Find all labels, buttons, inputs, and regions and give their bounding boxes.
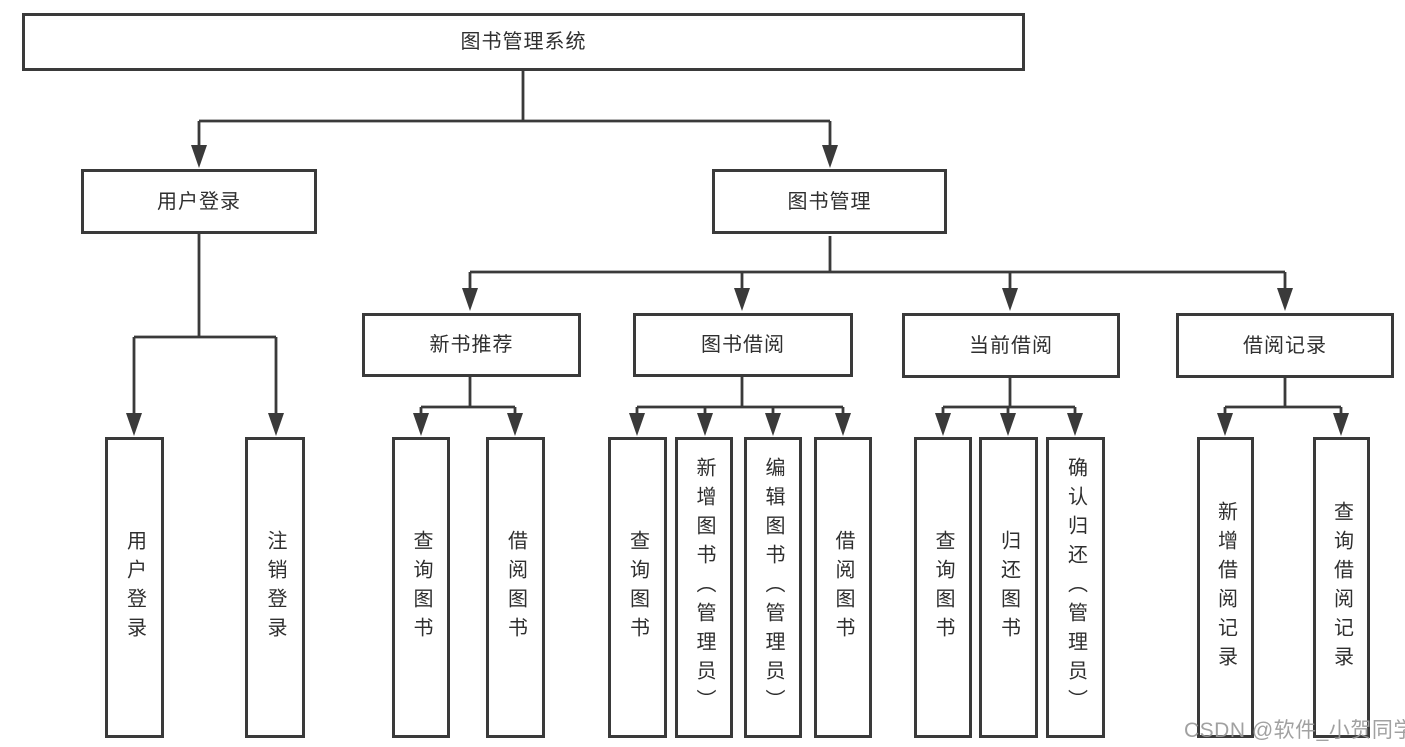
node-new-book-recommend: 新书推荐 <box>362 313 581 377</box>
node-leaf-query-books-3: 查询图书 <box>914 437 972 738</box>
node-borrowing-records: 借阅记录 <box>1176 313 1394 378</box>
node-current-borrowing-label: 当前借阅 <box>969 334 1053 357</box>
node-leaf-user-login-label: 用户登录 <box>123 529 146 646</box>
node-leaf-edit-books-admin: 编辑图书（管理员） <box>744 437 802 738</box>
node-leaf-return-books-label: 归还图书 <box>997 529 1020 646</box>
node-leaf-user-login: 用户登录 <box>105 437 164 738</box>
node-leaf-query-books-2-label: 查询图书 <box>626 529 649 646</box>
node-leaf-add-books-admin-label: 新增图书（管理员） <box>693 457 715 718</box>
watermark-text: CSDN @软件_小贺同学 <box>1184 719 1405 742</box>
node-new-book-recommend-label: 新书推荐 <box>429 334 514 356</box>
node-leaf-query-books-1-label: 查询图书 <box>410 529 432 646</box>
node-root-label: 图书管理系统 <box>460 31 587 53</box>
node-leaf-query-borrow-record-label: 查询借阅记录 <box>1330 500 1353 675</box>
node-leaf-add-borrow-record: 新增借阅记录 <box>1197 437 1254 738</box>
node-leaf-borrow-books-2: 借阅图书 <box>814 437 872 738</box>
node-leaf-return-books: 归还图书 <box>979 437 1038 738</box>
node-leaf-confirm-return-admin-label: 确认归还（管理员） <box>1064 457 1087 718</box>
node-leaf-borrow-books-2-label: 借阅图书 <box>832 529 854 646</box>
node-leaf-borrow-books-1-label: 借阅图书 <box>504 529 527 646</box>
node-leaf-add-borrow-record-label: 新增借阅记录 <box>1214 500 1237 675</box>
node-leaf-query-books-3-label: 查询图书 <box>932 529 954 646</box>
node-leaf-logout: 注销登录 <box>245 437 305 738</box>
node-book-borrowing: 图书借阅 <box>633 313 853 377</box>
node-root: 图书管理系统 <box>22 13 1025 71</box>
node-leaf-query-borrow-record: 查询借阅记录 <box>1313 437 1370 738</box>
node-leaf-confirm-return-admin: 确认归还（管理员） <box>1046 437 1105 738</box>
node-leaf-edit-books-admin-label: 编辑图书（管理员） <box>762 457 784 718</box>
node-borrowing-records-label: 借阅记录 <box>1243 334 1327 357</box>
node-user-login: 用户登录 <box>81 169 317 234</box>
node-current-borrowing: 当前借阅 <box>902 313 1120 378</box>
node-leaf-borrow-books-1: 借阅图书 <box>486 437 545 738</box>
node-book-management-label: 图书管理 <box>787 190 872 213</box>
node-leaf-query-books-2: 查询图书 <box>608 437 667 738</box>
node-user-login-label: 用户登录 <box>157 190 241 213</box>
node-book-borrowing-label: 图书借阅 <box>701 334 785 356</box>
node-leaf-logout-label: 注销登录 <box>264 529 286 646</box>
node-leaf-add-books-admin: 新增图书（管理员） <box>675 437 733 738</box>
node-leaf-query-books-1: 查询图书 <box>392 437 450 738</box>
node-book-management: 图书管理 <box>712 169 947 234</box>
